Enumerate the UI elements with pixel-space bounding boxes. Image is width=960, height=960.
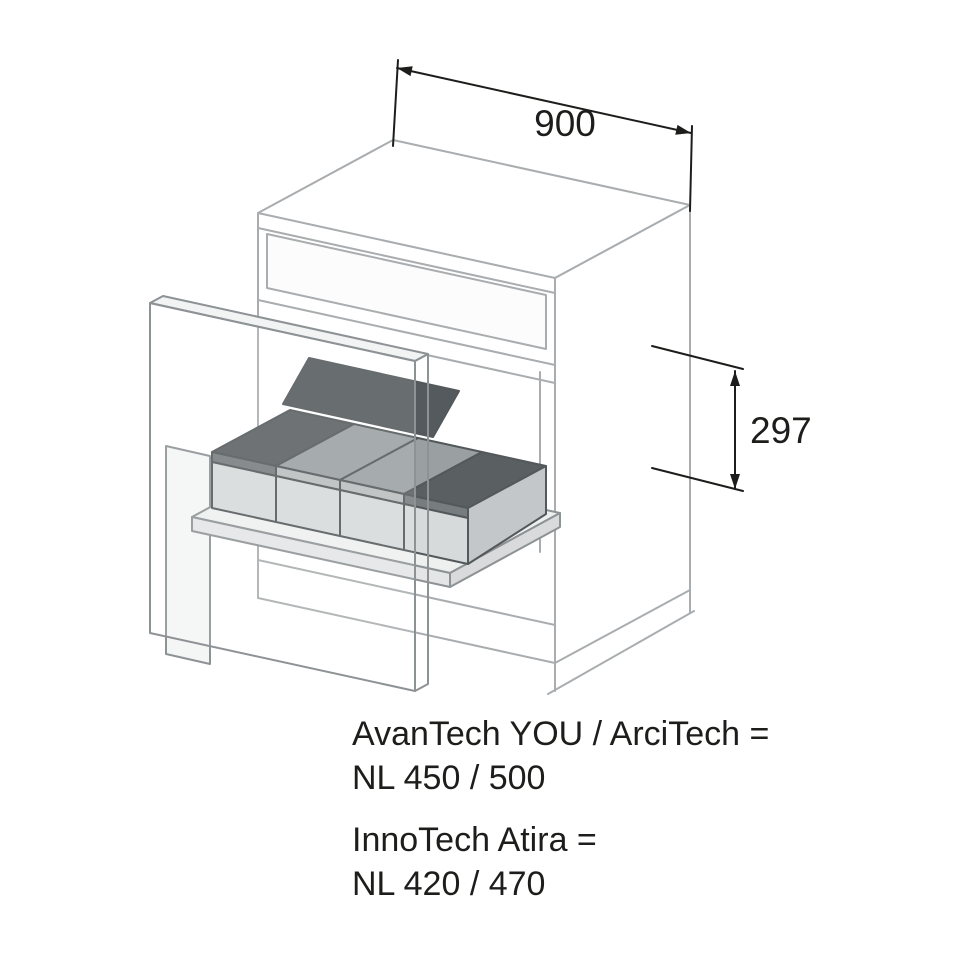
width-dimension-line xyxy=(396,67,692,134)
cabinet-front-bottom-edge xyxy=(257,597,556,664)
cabinet-bottom-panel-line xyxy=(257,559,556,626)
width-dimension-label: 900 xyxy=(534,103,596,144)
width-arrow-left xyxy=(397,66,413,77)
note-line-4: NL 420 / 470 xyxy=(352,865,546,903)
cabinet-plinth-bottom-edge xyxy=(547,610,695,695)
cabinet-outline xyxy=(257,139,695,695)
cabinet-top-rail xyxy=(257,227,556,294)
notes-spacer xyxy=(352,800,769,818)
width-dimension xyxy=(392,59,693,212)
drawer-front-panel xyxy=(149,295,429,692)
width-arrow-right xyxy=(675,124,691,135)
system-notes: AvanTech YOU / ArciTech = NL 450 / 500 I… xyxy=(352,712,769,906)
height-extension-bottom xyxy=(651,467,744,492)
cabinet-mid-rail-top xyxy=(257,299,556,366)
pullout-side-frame xyxy=(165,445,211,665)
cabinet-top-drawer-front xyxy=(266,233,547,350)
height-extension-top xyxy=(651,345,744,370)
note-line-1: AvanTech YOU / ArciTech = xyxy=(352,715,770,753)
height-arrow-bottom xyxy=(730,474,740,489)
panel-face xyxy=(149,302,416,692)
pullout-platform-right xyxy=(449,512,561,588)
bin-right-face xyxy=(467,465,547,565)
height-dimension-label: 297 xyxy=(750,410,812,451)
height-dimension xyxy=(651,345,744,492)
note-line-3: InnoTech Atira = xyxy=(352,821,597,859)
height-arrow-top xyxy=(730,371,740,386)
cabinet-right-face xyxy=(554,204,691,664)
width-extension-right xyxy=(689,125,693,212)
note-line-2: NL 450 / 500 xyxy=(352,759,546,797)
width-extension-left xyxy=(392,59,399,147)
